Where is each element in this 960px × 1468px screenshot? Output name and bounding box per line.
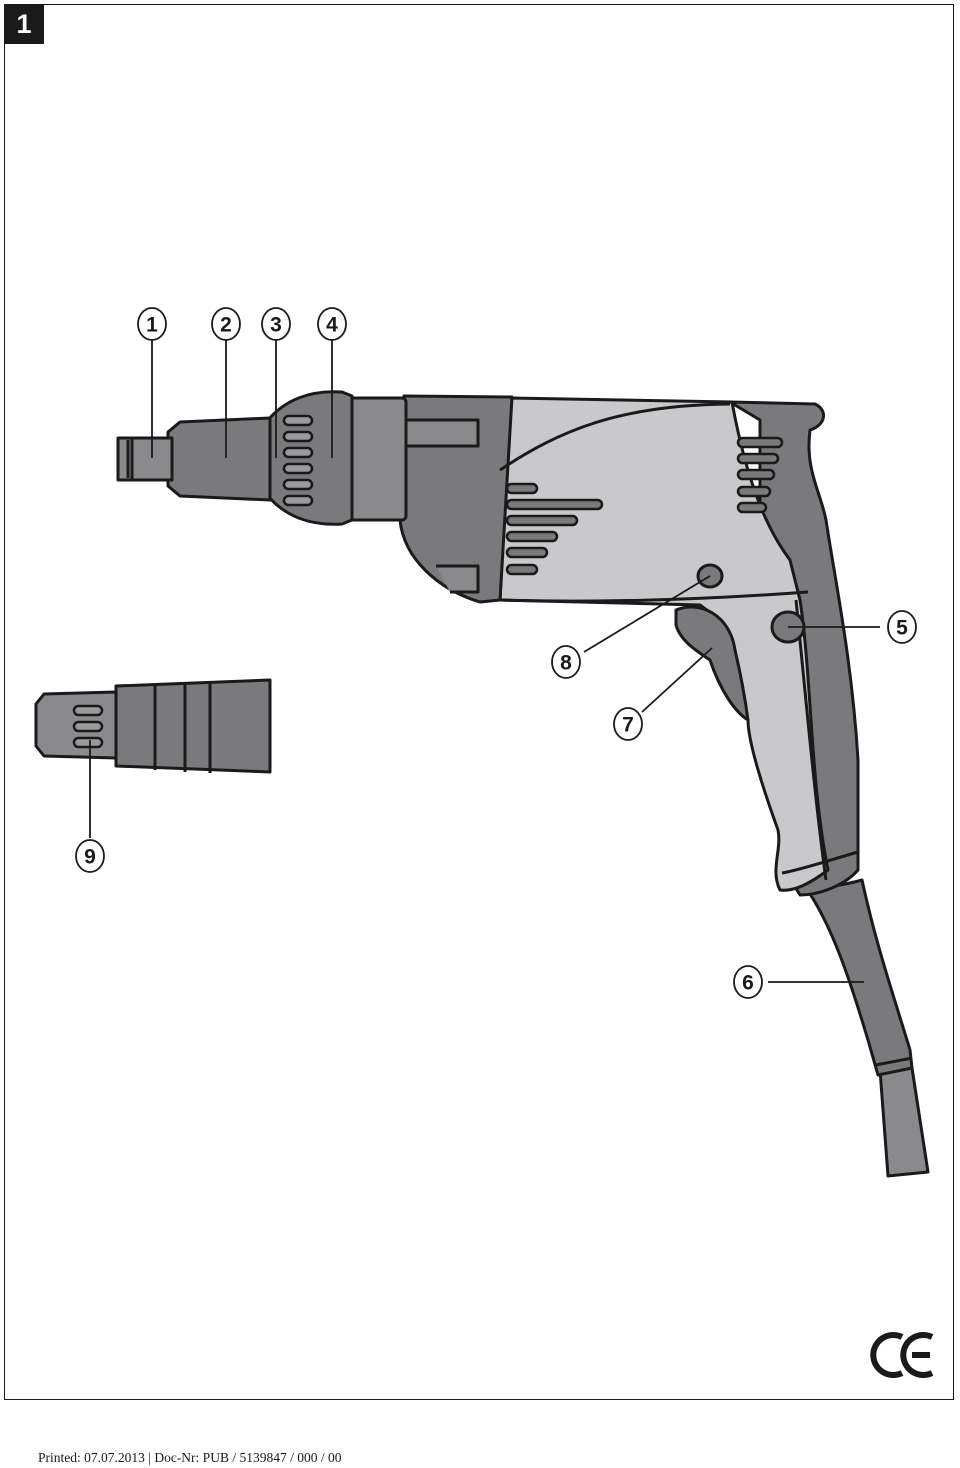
bit-holder <box>116 436 174 482</box>
drill-illustration: 1 2 3 4 5 6 7 8 9 <box>34 307 934 1378</box>
callout-4-circle <box>317 307 347 341</box>
callout-9-label: 9 <box>84 846 96 869</box>
callout-8-circle <box>551 645 581 679</box>
nose-collar <box>346 396 408 522</box>
callout-6-label: 6 <box>742 972 754 995</box>
trigger <box>674 605 750 722</box>
callout-9-circle <box>75 839 105 873</box>
power-cord <box>878 1066 930 1178</box>
callout-8-label: 8 <box>560 652 572 675</box>
callout-2-label: 2 <box>220 314 232 337</box>
callout-2-circle <box>211 307 241 341</box>
callout-4-label: 4 <box>326 314 338 337</box>
callout-6-circle <box>733 965 763 999</box>
figure-frame <box>4 4 954 1400</box>
spare-nosepiece <box>34 678 272 774</box>
callout-3-label: 3 <box>270 314 282 337</box>
callout-7-circle <box>613 707 643 741</box>
nosepiece <box>166 416 272 502</box>
callout-3-circle <box>261 307 291 341</box>
callout-7-label: 7 <box>622 714 634 737</box>
callout-5-circle <box>887 610 917 644</box>
callout-1-circle <box>137 307 167 341</box>
cable-strain-relief <box>804 878 914 1077</box>
callout-1-label: 1 <box>146 314 158 337</box>
ce-mark-icon <box>870 1332 934 1378</box>
print-footer: Printed: 07.07.2013 | Doc-Nr: PUB / 5139… <box>38 1450 342 1465</box>
figure-number-badge: 1 <box>4 4 44 44</box>
callout-5-label: 5 <box>896 617 908 640</box>
